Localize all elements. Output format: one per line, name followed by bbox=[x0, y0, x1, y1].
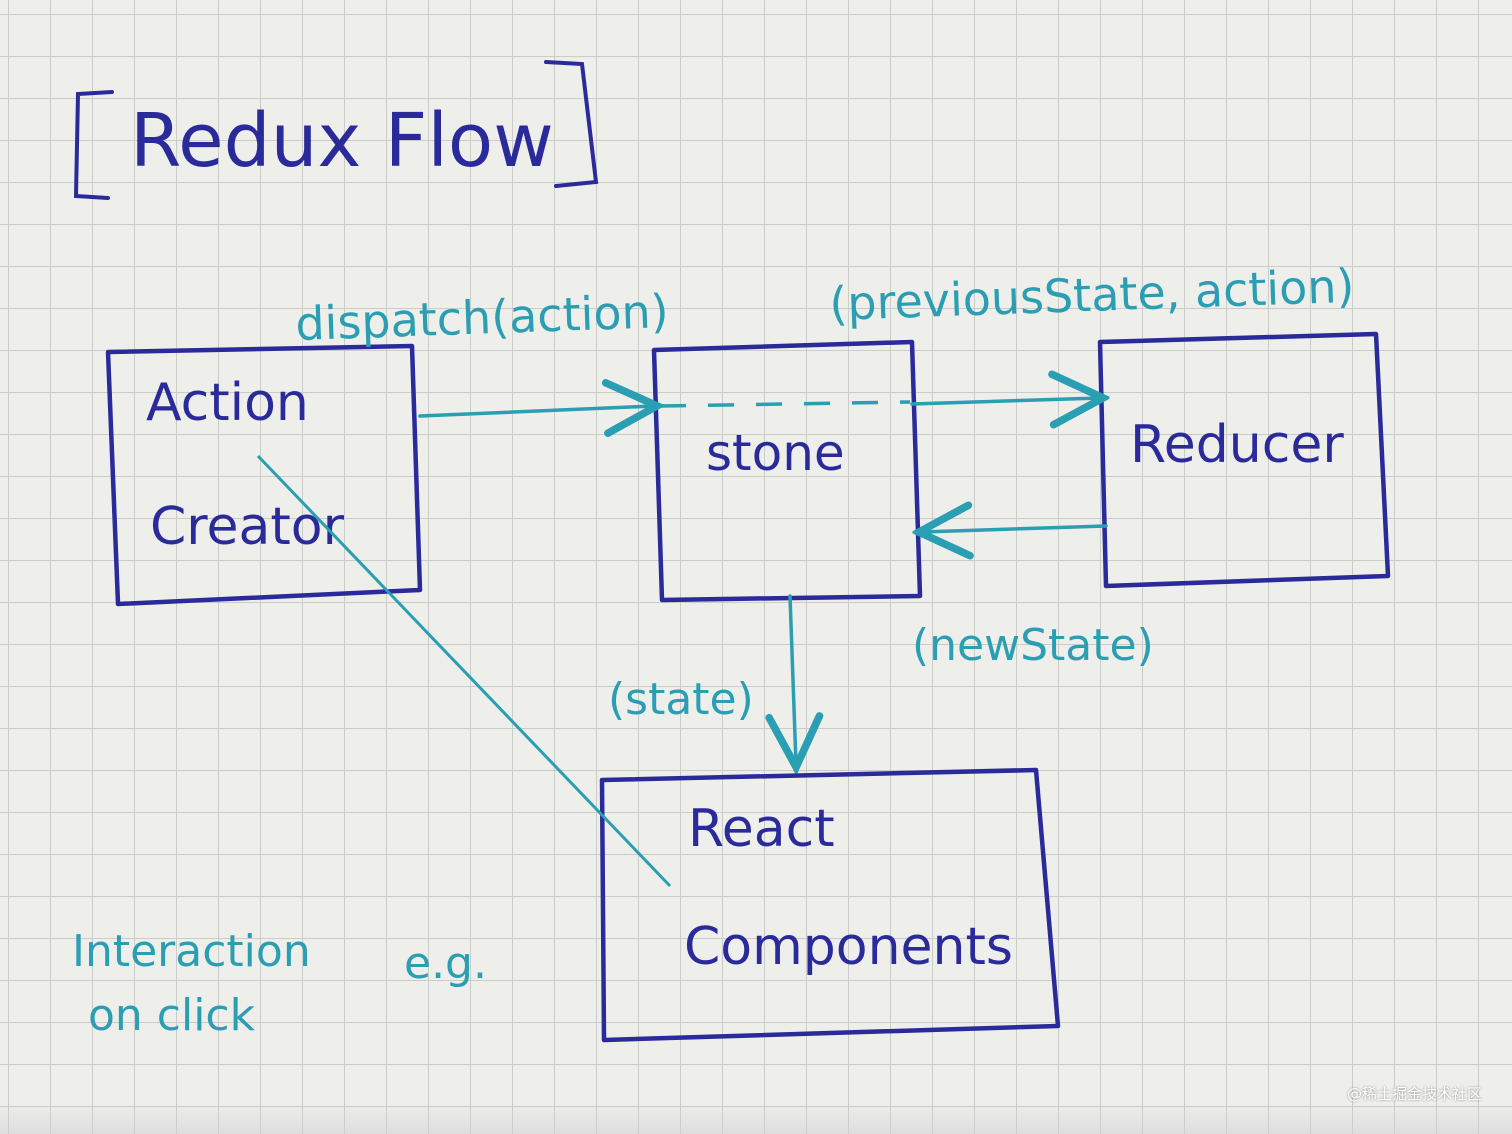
previous-state-arrow bbox=[910, 398, 1100, 404]
previous-state-label: (previousState, action) bbox=[828, 259, 1355, 331]
action-creator-label-line2: Creator bbox=[150, 497, 345, 557]
state-arrow bbox=[790, 594, 796, 764]
bottom-shadow bbox=[0, 1104, 1512, 1134]
action-creator-label-line1: Action bbox=[146, 373, 309, 433]
store-label: stone bbox=[706, 424, 845, 482]
title-bracket-right bbox=[544, 60, 599, 188]
interaction-note-line2: on click bbox=[88, 990, 256, 1041]
dispatch-label: dispatch(action) bbox=[294, 284, 669, 351]
new-state-arrow bbox=[922, 526, 1108, 532]
dispatch-arrow bbox=[418, 406, 654, 416]
interaction-line bbox=[256, 454, 672, 888]
title-bracket-left bbox=[73, 90, 114, 200]
store-inner-dashed-line bbox=[659, 400, 911, 408]
interaction-note-eg: e.g. bbox=[404, 938, 487, 989]
state-label: (state) bbox=[608, 674, 754, 725]
reducer-label: Reducer bbox=[1130, 415, 1344, 475]
store-box bbox=[651, 339, 923, 603]
interaction-note-line1: Interaction bbox=[72, 926, 311, 977]
diagram-title: Redux Flow bbox=[130, 98, 554, 184]
react-components-label-line2: Components bbox=[684, 917, 1013, 977]
react-components-label-line1: React bbox=[688, 799, 835, 859]
watermark: @稀土掘金技术社区 bbox=[1346, 1085, 1482, 1103]
reducer-box bbox=[1097, 331, 1391, 589]
react-components-box bbox=[599, 767, 1061, 1043]
action-creator-box bbox=[105, 343, 423, 607]
new-state-label: (newState) bbox=[912, 620, 1154, 671]
